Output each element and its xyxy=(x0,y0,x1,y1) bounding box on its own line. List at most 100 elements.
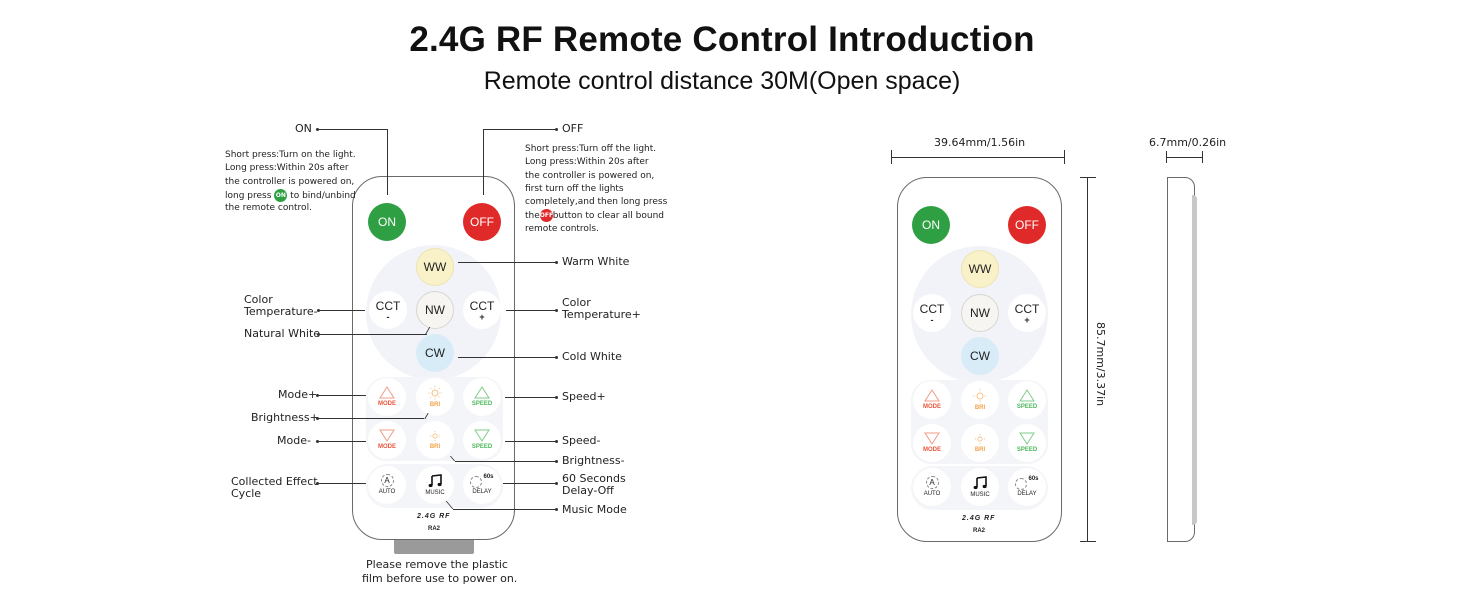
front-auto-cycle-icon: A xyxy=(925,476,939,489)
callout-delay-1: 60 Seconds xyxy=(562,472,626,485)
callout-mode-minus: Mode- xyxy=(277,434,311,447)
page-subtitle: Remote control distance 30M(Open space) xyxy=(483,67,961,95)
cct-plus-button[interactable]: CCT + xyxy=(463,291,501,329)
delay-timer-text: 60s xyxy=(483,474,494,480)
cct-minus-sign: - xyxy=(386,311,390,322)
off-button[interactable]: OFF xyxy=(463,203,501,241)
on-desc-line: Short press:Turn on the light. xyxy=(225,150,356,160)
auto-button[interactable]: A AUTO xyxy=(368,466,406,504)
mode-plus-button[interactable]: MODE xyxy=(368,378,406,416)
cw-button-label: CW xyxy=(425,345,445,360)
delay-label: DELAY xyxy=(472,489,492,495)
front-cw-label: CW xyxy=(970,348,990,363)
triangle-up-icon xyxy=(379,386,395,399)
front-delay-label: DELAY xyxy=(1017,491,1037,497)
front-cct-minus-button: CCT - xyxy=(913,294,951,332)
callout-collected-effect: Collected Effect Cycle xyxy=(231,476,318,500)
front-cct-plus-label: CCT xyxy=(1014,301,1040,316)
callout-collected-effect-1: Collected Effect xyxy=(231,475,318,488)
bri-minus-button[interactable]: BRI xyxy=(416,421,454,459)
music-note-icon xyxy=(428,473,442,487)
front-speed-minus-label: SPEED xyxy=(1016,447,1038,453)
front-cct-minus-label: CCT xyxy=(919,301,945,316)
speed-plus-label: SPEED xyxy=(471,401,493,407)
bri-plus-button[interactable]: BRI xyxy=(416,378,454,416)
callout-on-label: ON xyxy=(295,122,312,135)
ww-button[interactable]: WW xyxy=(416,248,454,286)
front-mode-minus-label: MODE xyxy=(923,447,941,453)
page-title: 2.4G RF Remote Control Introduction xyxy=(409,20,1035,59)
front-cct-plus-button: CCT + xyxy=(1008,294,1046,332)
front-auto-label: AUTO xyxy=(923,491,941,497)
remote-side-edge xyxy=(1192,195,1197,525)
dimension-width: 39.64mm/1.56in xyxy=(934,136,1026,149)
front-ww-button: WW xyxy=(961,250,999,288)
film-note: Please remove the plastic film before us… xyxy=(362,559,518,585)
front-speed-minus-button: SPEED xyxy=(1008,424,1046,462)
on-desc-line: the controller is powered on, xyxy=(225,176,355,187)
callout-brightness-minus: Brightness- xyxy=(562,454,625,467)
front-off-label: OFF xyxy=(1015,217,1039,232)
off-chip-icon: OFF xyxy=(539,209,553,223)
front-ww-label: WW xyxy=(968,261,992,276)
callout-on-description: Short press:Turn on the light. Long pres… xyxy=(225,149,356,215)
front-cct-plus-sign: + xyxy=(1024,314,1030,325)
mode-minus-label: MODE xyxy=(378,444,396,450)
front-remote-brand: 2.4G RF xyxy=(962,515,996,522)
auto-label: AUTO xyxy=(378,489,396,495)
front-bri-minus-label: BRI xyxy=(974,446,986,453)
callout-speed-plus: Speed+ xyxy=(562,390,606,403)
music-button[interactable]: MUSIC xyxy=(416,466,454,504)
front-speed-plus-button: SPEED xyxy=(1008,381,1046,419)
off-desc-line: Long press:Within 20s after xyxy=(525,157,649,168)
callout-mode-plus: Mode+ xyxy=(278,388,318,401)
front-music-label: MUSIC xyxy=(970,491,990,498)
nw-button[interactable]: NW xyxy=(416,291,454,329)
bri-plus-label: BRI xyxy=(429,401,441,408)
speed-plus-button[interactable]: SPEED xyxy=(463,378,501,416)
delay-button[interactable]: 60s DELAY xyxy=(463,466,501,504)
front-speed-plus-label: SPEED xyxy=(1016,404,1038,410)
front-off-button: OFF xyxy=(1008,206,1046,244)
callout-natural-white: Natural White xyxy=(244,327,321,340)
ww-button-label: WW xyxy=(423,259,447,274)
callout-color-temp-plus-1: Color xyxy=(562,296,591,309)
triangle-up-icon xyxy=(1019,389,1035,402)
callout-warm-white: Warm White xyxy=(562,255,630,268)
front-nw-button: NW xyxy=(961,294,999,332)
bri-minus-label: BRI xyxy=(429,443,441,450)
film-note-line-2: film before use to power on. xyxy=(362,572,518,585)
off-desc-line: completely,and then long press xyxy=(525,197,668,208)
callout-off-description: Short press:Turn off the light. Long pre… xyxy=(525,143,667,236)
cct-minus-button[interactable]: CCT - xyxy=(369,291,407,329)
front-cw-button: CW xyxy=(961,337,999,375)
triangle-down-icon xyxy=(1019,432,1035,445)
on-desc-line: the remote control. xyxy=(225,203,312,214)
front-delay-button: 60s DELAY xyxy=(1008,468,1046,506)
callout-speed-minus: Speed- xyxy=(562,434,601,447)
on-desc-line: long press ON to bind/unbind xyxy=(225,188,356,202)
on-button-label: ON xyxy=(378,214,396,229)
sun-icon xyxy=(973,388,987,403)
front-on-label: ON xyxy=(922,217,940,232)
remote-model: RA2 xyxy=(428,526,441,532)
front-remote-model: RA2 xyxy=(973,528,986,534)
front-mode-minus-button: MODE xyxy=(913,424,951,462)
front-music-button: MUSIC xyxy=(961,468,999,506)
off-desc-line: Short press:Turn off the light. xyxy=(525,144,657,154)
front-auto-button: A AUTO xyxy=(913,468,951,506)
remote-side-view xyxy=(1167,177,1195,542)
cw-button[interactable]: CW xyxy=(416,334,454,372)
off-desc-line: the controller is powered on, xyxy=(525,170,655,181)
off-desc-line: theOFFbutton to clear all bound xyxy=(525,209,665,223)
auto-cycle-icon: A xyxy=(380,474,394,487)
front-timer-ring-icon xyxy=(1015,478,1028,490)
callout-music-mode: Music Mode xyxy=(562,503,627,516)
on-button[interactable]: ON xyxy=(368,203,406,241)
triangle-up-icon xyxy=(924,389,940,402)
cct-plus-sign: + xyxy=(479,311,485,322)
callout-collected-effect-2: Cycle xyxy=(231,487,262,500)
front-bri-plus-label: BRI xyxy=(974,404,986,411)
mode-minus-button[interactable]: MODE xyxy=(368,421,406,459)
speed-minus-button[interactable]: SPEED xyxy=(463,421,501,459)
